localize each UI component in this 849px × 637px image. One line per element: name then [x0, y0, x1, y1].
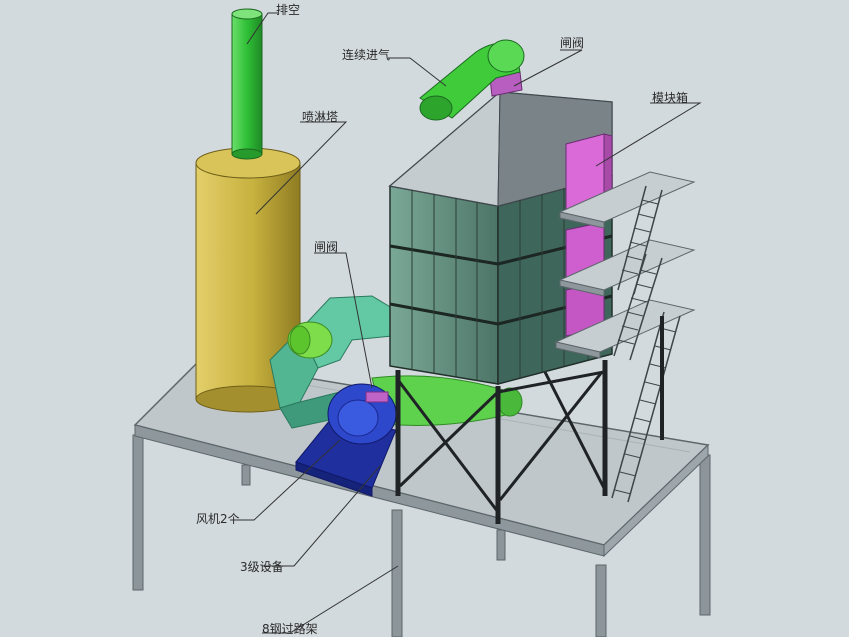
label-equipment: 3级设备: [240, 560, 284, 574]
lower-ducting: [269, 295, 523, 429]
service-platforms: [554, 171, 696, 359]
inlet-duct: [419, 39, 525, 121]
label-fan: 风机2个: [196, 512, 240, 526]
label-spray-tower: 喷淋塔: [302, 110, 339, 124]
platform-legs: [132, 434, 711, 637]
label-valve-mid: 闸阀: [314, 240, 339, 254]
exhaust-stack: [231, 8, 263, 160]
label-module-box: 模块箱: [652, 91, 689, 105]
leader-lines: [230, 12, 702, 634]
stairway: [611, 185, 681, 503]
cabinet-support-legs: [395, 360, 608, 524]
label-exhaust: 排空: [276, 3, 301, 17]
label-walkway: 8钢过路架: [262, 622, 318, 636]
label-continuous-inlet: 连续进气: [342, 48, 391, 62]
label-valve-top: 闸阀: [560, 36, 585, 50]
fan-unit: [295, 383, 397, 497]
